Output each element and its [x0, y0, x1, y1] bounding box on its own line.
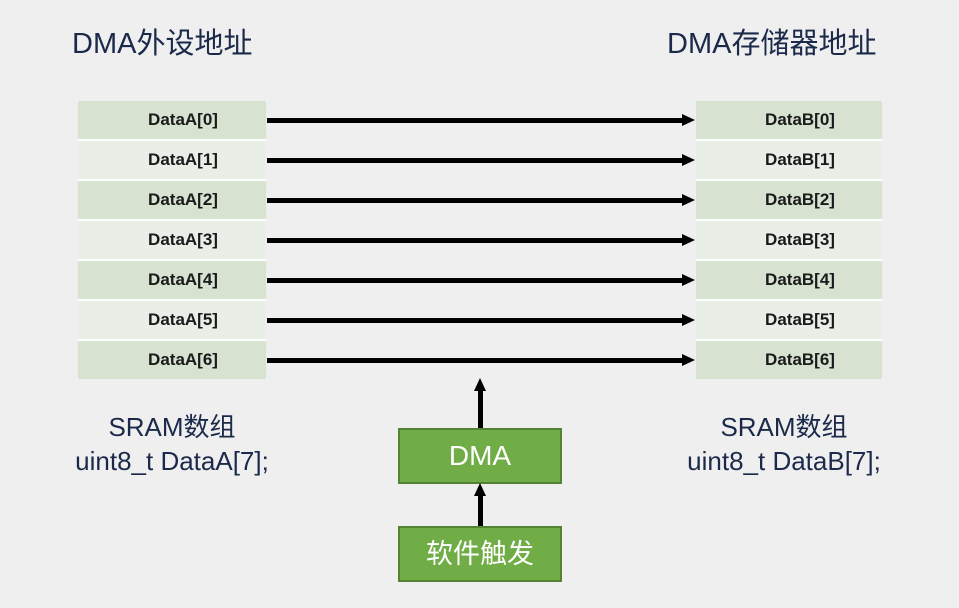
arrow-head [474, 378, 486, 391]
dest-caption-line2: uint8_t DataB[7]; [687, 446, 881, 477]
arrow-head [682, 274, 695, 286]
transfer-arrow-icon [267, 354, 695, 366]
arrow-head [474, 483, 486, 496]
arrow-head [682, 154, 695, 166]
arrow-head [682, 314, 695, 326]
memory-cell: DataB[4] [696, 261, 882, 299]
dest-caption: SRAM数组 uint8_t DataB[7]; [639, 410, 929, 479]
memory-cell: DataB[6] [696, 341, 882, 379]
arrow-shaft [267, 238, 685, 243]
transfer-arrow-icon [267, 154, 695, 166]
arrow-head [682, 114, 695, 126]
arrow-head [682, 354, 695, 366]
dest-memory-table: DataB[0] DataB[1] DataB[2] DataB[3] Data… [696, 101, 882, 379]
memory-cell: DataA[0] [78, 101, 266, 139]
arrow-shaft [267, 358, 685, 363]
arrow-shaft [267, 198, 685, 203]
arrow-shaft [267, 318, 685, 323]
arrow-shaft [477, 494, 483, 528]
memory-cell: DataA[3] [78, 221, 266, 259]
transfer-arrow-icon [267, 234, 695, 246]
dest-column-title: DMA存储器地址 [667, 28, 877, 60]
arrow-shaft [267, 278, 685, 283]
transfer-arrow-icon [267, 314, 695, 326]
source-column-title: DMA外设地址 [72, 28, 253, 60]
memory-cell: DataA[5] [78, 301, 266, 339]
memory-cell: DataB[5] [696, 301, 882, 339]
memory-cell: DataB[1] [696, 141, 882, 179]
memory-cell: DataB[0] [696, 101, 882, 139]
transfer-arrow-icon [267, 114, 695, 126]
memory-cell: DataA[4] [78, 261, 266, 299]
dest-caption-line1: SRAM数组 [720, 412, 848, 442]
software-trigger-block[interactable]: 软件触发 [398, 526, 562, 582]
dma-block[interactable]: DMA [398, 428, 562, 484]
trigger-to-dma-arrow-icon [474, 483, 486, 528]
memory-cell: DataB[3] [696, 221, 882, 259]
memory-cell: DataA[1] [78, 141, 266, 179]
memory-cell: DataB[2] [696, 181, 882, 219]
arrow-head [682, 194, 695, 206]
memory-cell: DataA[6] [78, 341, 266, 379]
arrow-head [682, 234, 695, 246]
source-caption: SRAM数组 uint8_t DataA[7]; [27, 410, 317, 479]
transfer-arrow-icon [267, 194, 695, 206]
arrow-shaft [267, 158, 685, 163]
source-caption-line2: uint8_t DataA[7]; [75, 446, 269, 477]
arrow-shaft [477, 389, 483, 430]
memory-cell: DataA[2] [78, 181, 266, 219]
source-memory-table: DataA[0] DataA[1] DataA[2] DataA[3] Data… [78, 101, 266, 379]
arrow-shaft [267, 118, 685, 123]
source-caption-line1: SRAM数组 [108, 412, 236, 442]
dma-to-memory-arrow-icon [474, 378, 486, 430]
transfer-arrow-icon [267, 274, 695, 286]
